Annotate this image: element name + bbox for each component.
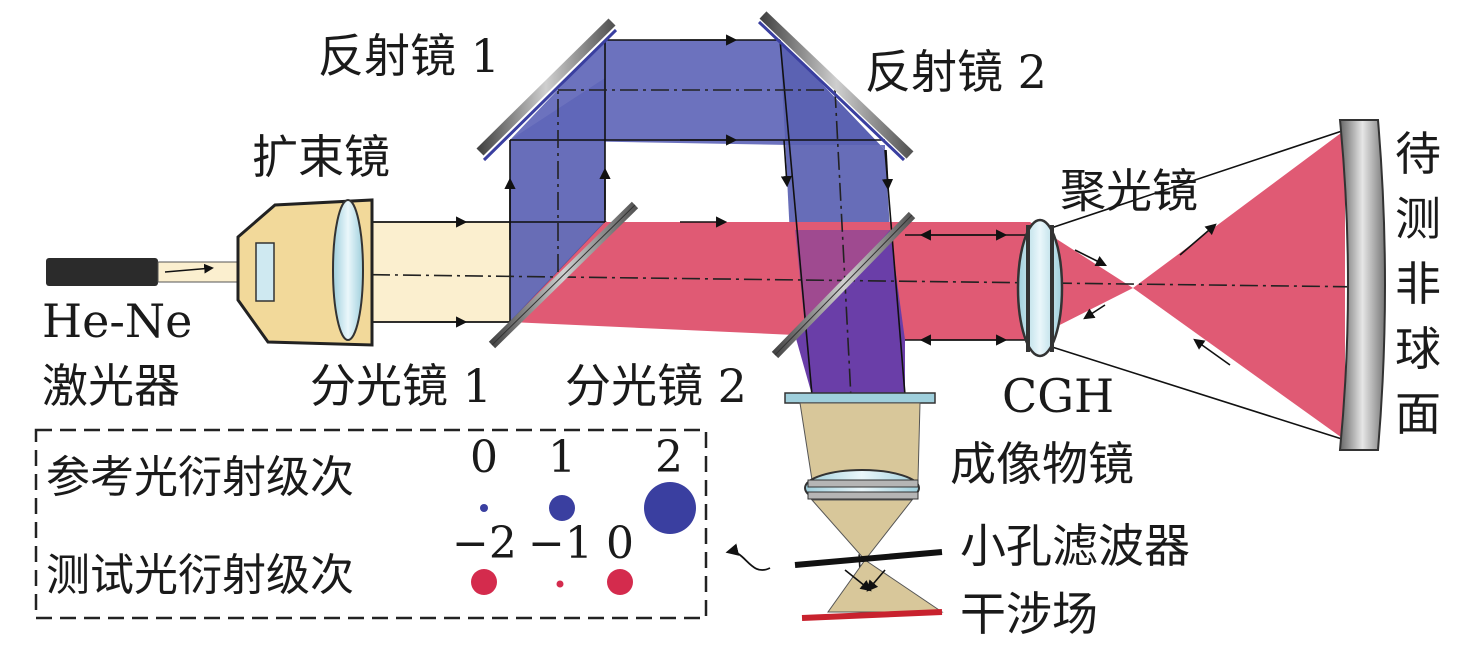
- condenser-lens: [1016, 218, 1064, 358]
- mirror-1: [476, 18, 616, 156]
- beam-expander-label: 扩束镜: [252, 130, 390, 184]
- pinhole-filter: [794, 549, 943, 568]
- imaging-lens-cgh-plate: [784, 392, 936, 404]
- arrow: [1083, 304, 1106, 320]
- laser-body: [46, 258, 158, 286]
- expander-convex-lens: [332, 199, 364, 341]
- arrow: [1074, 249, 1108, 267]
- mirror1-label: 反射镜 1: [318, 29, 500, 83]
- test-asphere-mirror: [1338, 119, 1386, 451]
- legend-leader-arrow: [725, 543, 771, 571]
- test-order-neg2-dot: [471, 569, 497, 595]
- pinhole-filter-label: 小孔滤波器: [960, 519, 1190, 573]
- legend-ref-row-label: 参考光衍射级次: [46, 452, 354, 503]
- test-order-neg1-label: −1: [528, 518, 593, 569]
- ref-order-1-dot: [549, 495, 575, 521]
- arrow: [1193, 338, 1231, 366]
- arrow: [1179, 223, 1217, 256]
- legend-box: [34, 428, 708, 620]
- test-asphere-char-3: 非: [1395, 257, 1441, 311]
- mirror-2: [759, 11, 914, 159]
- beam-splitter1-label: 分光镜 1: [310, 359, 492, 413]
- imaging-cone-upper: [799, 402, 921, 481]
- legend-test-row-label: 测试光衍射级次: [46, 550, 354, 601]
- test-asphere-char-5: 面: [1395, 387, 1441, 441]
- arrow: [881, 149, 894, 191]
- expander-concave-lens: [255, 242, 275, 302]
- ref-order-0-label: 0: [470, 432, 498, 483]
- cgh-label: CGH: [1002, 369, 1114, 423]
- test-asphere-char-4: 球: [1395, 322, 1441, 376]
- beam-splitter2-label: 分光镜 2: [565, 359, 747, 413]
- condenser-label: 聚光镜: [1060, 164, 1198, 218]
- test-order-0-dot: [607, 569, 633, 595]
- interference-screen: [801, 609, 943, 621]
- imaging-lens-label: 成像物镜: [950, 437, 1134, 491]
- ref-order-2-dot: [644, 482, 696, 534]
- ref-order-2-label: 2: [655, 432, 683, 483]
- combined-beam-lower: [795, 230, 905, 395]
- optical-axis-down: [834, 89, 863, 611]
- ref-order-0-dot: [480, 504, 488, 512]
- arrow: [780, 139, 792, 188]
- test-asphere-char-1: 待: [1395, 127, 1441, 181]
- imaging-cone-exit: [827, 559, 944, 613]
- ref-order-1-label: 1: [548, 432, 576, 483]
- imaging-cone-lower: [810, 499, 914, 561]
- test-asphere-char-2: 测: [1395, 192, 1441, 246]
- laser-label-line2: 激光器: [42, 359, 180, 413]
- test-order-neg2-label: −2: [452, 518, 517, 569]
- test-order-0-label: 0: [606, 518, 634, 569]
- laser-label-line1: He-Ne: [42, 294, 192, 348]
- mirror2-label: 反射镜 2: [865, 45, 1047, 99]
- test-order-neg1-dot: [556, 580, 564, 588]
- interference-field-label: 干涉场: [960, 587, 1098, 641]
- test-beam-diverge: [1133, 130, 1345, 440]
